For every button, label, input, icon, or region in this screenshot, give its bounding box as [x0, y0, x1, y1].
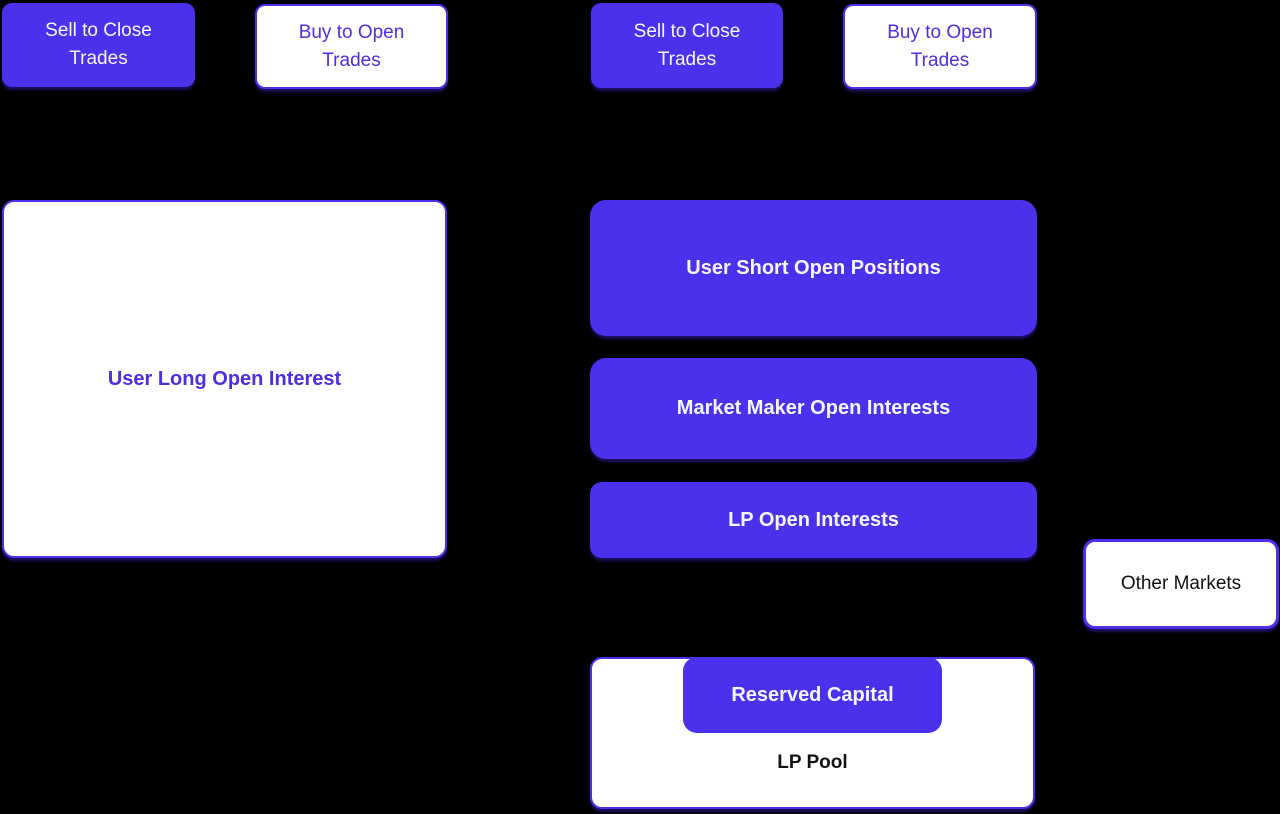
node-buy-to-open-trades-left: Buy to Open Trades — [255, 4, 448, 89]
node-other-markets: Other Markets — [1083, 539, 1279, 629]
node-sell-to-close-trades-right: Sell to Close Trades — [591, 3, 783, 88]
node-buy-to-open-trades-right: Buy to Open Trades — [843, 4, 1037, 89]
node-market-maker-open-interests: Market Maker Open Interests — [590, 358, 1037, 459]
node-sell-to-close-trades-left: Sell to Close Trades — [2, 3, 195, 87]
lp-pool-label: LP Pool — [777, 752, 848, 773]
node-user-short-open-positions: User Short Open Positions — [590, 200, 1037, 336]
node-user-long-open-interest: User Long Open Interest — [2, 200, 447, 558]
node-reserved-capital: Reserved Capital — [683, 657, 942, 733]
node-lp-open-interests: LP Open Interests — [590, 482, 1037, 558]
